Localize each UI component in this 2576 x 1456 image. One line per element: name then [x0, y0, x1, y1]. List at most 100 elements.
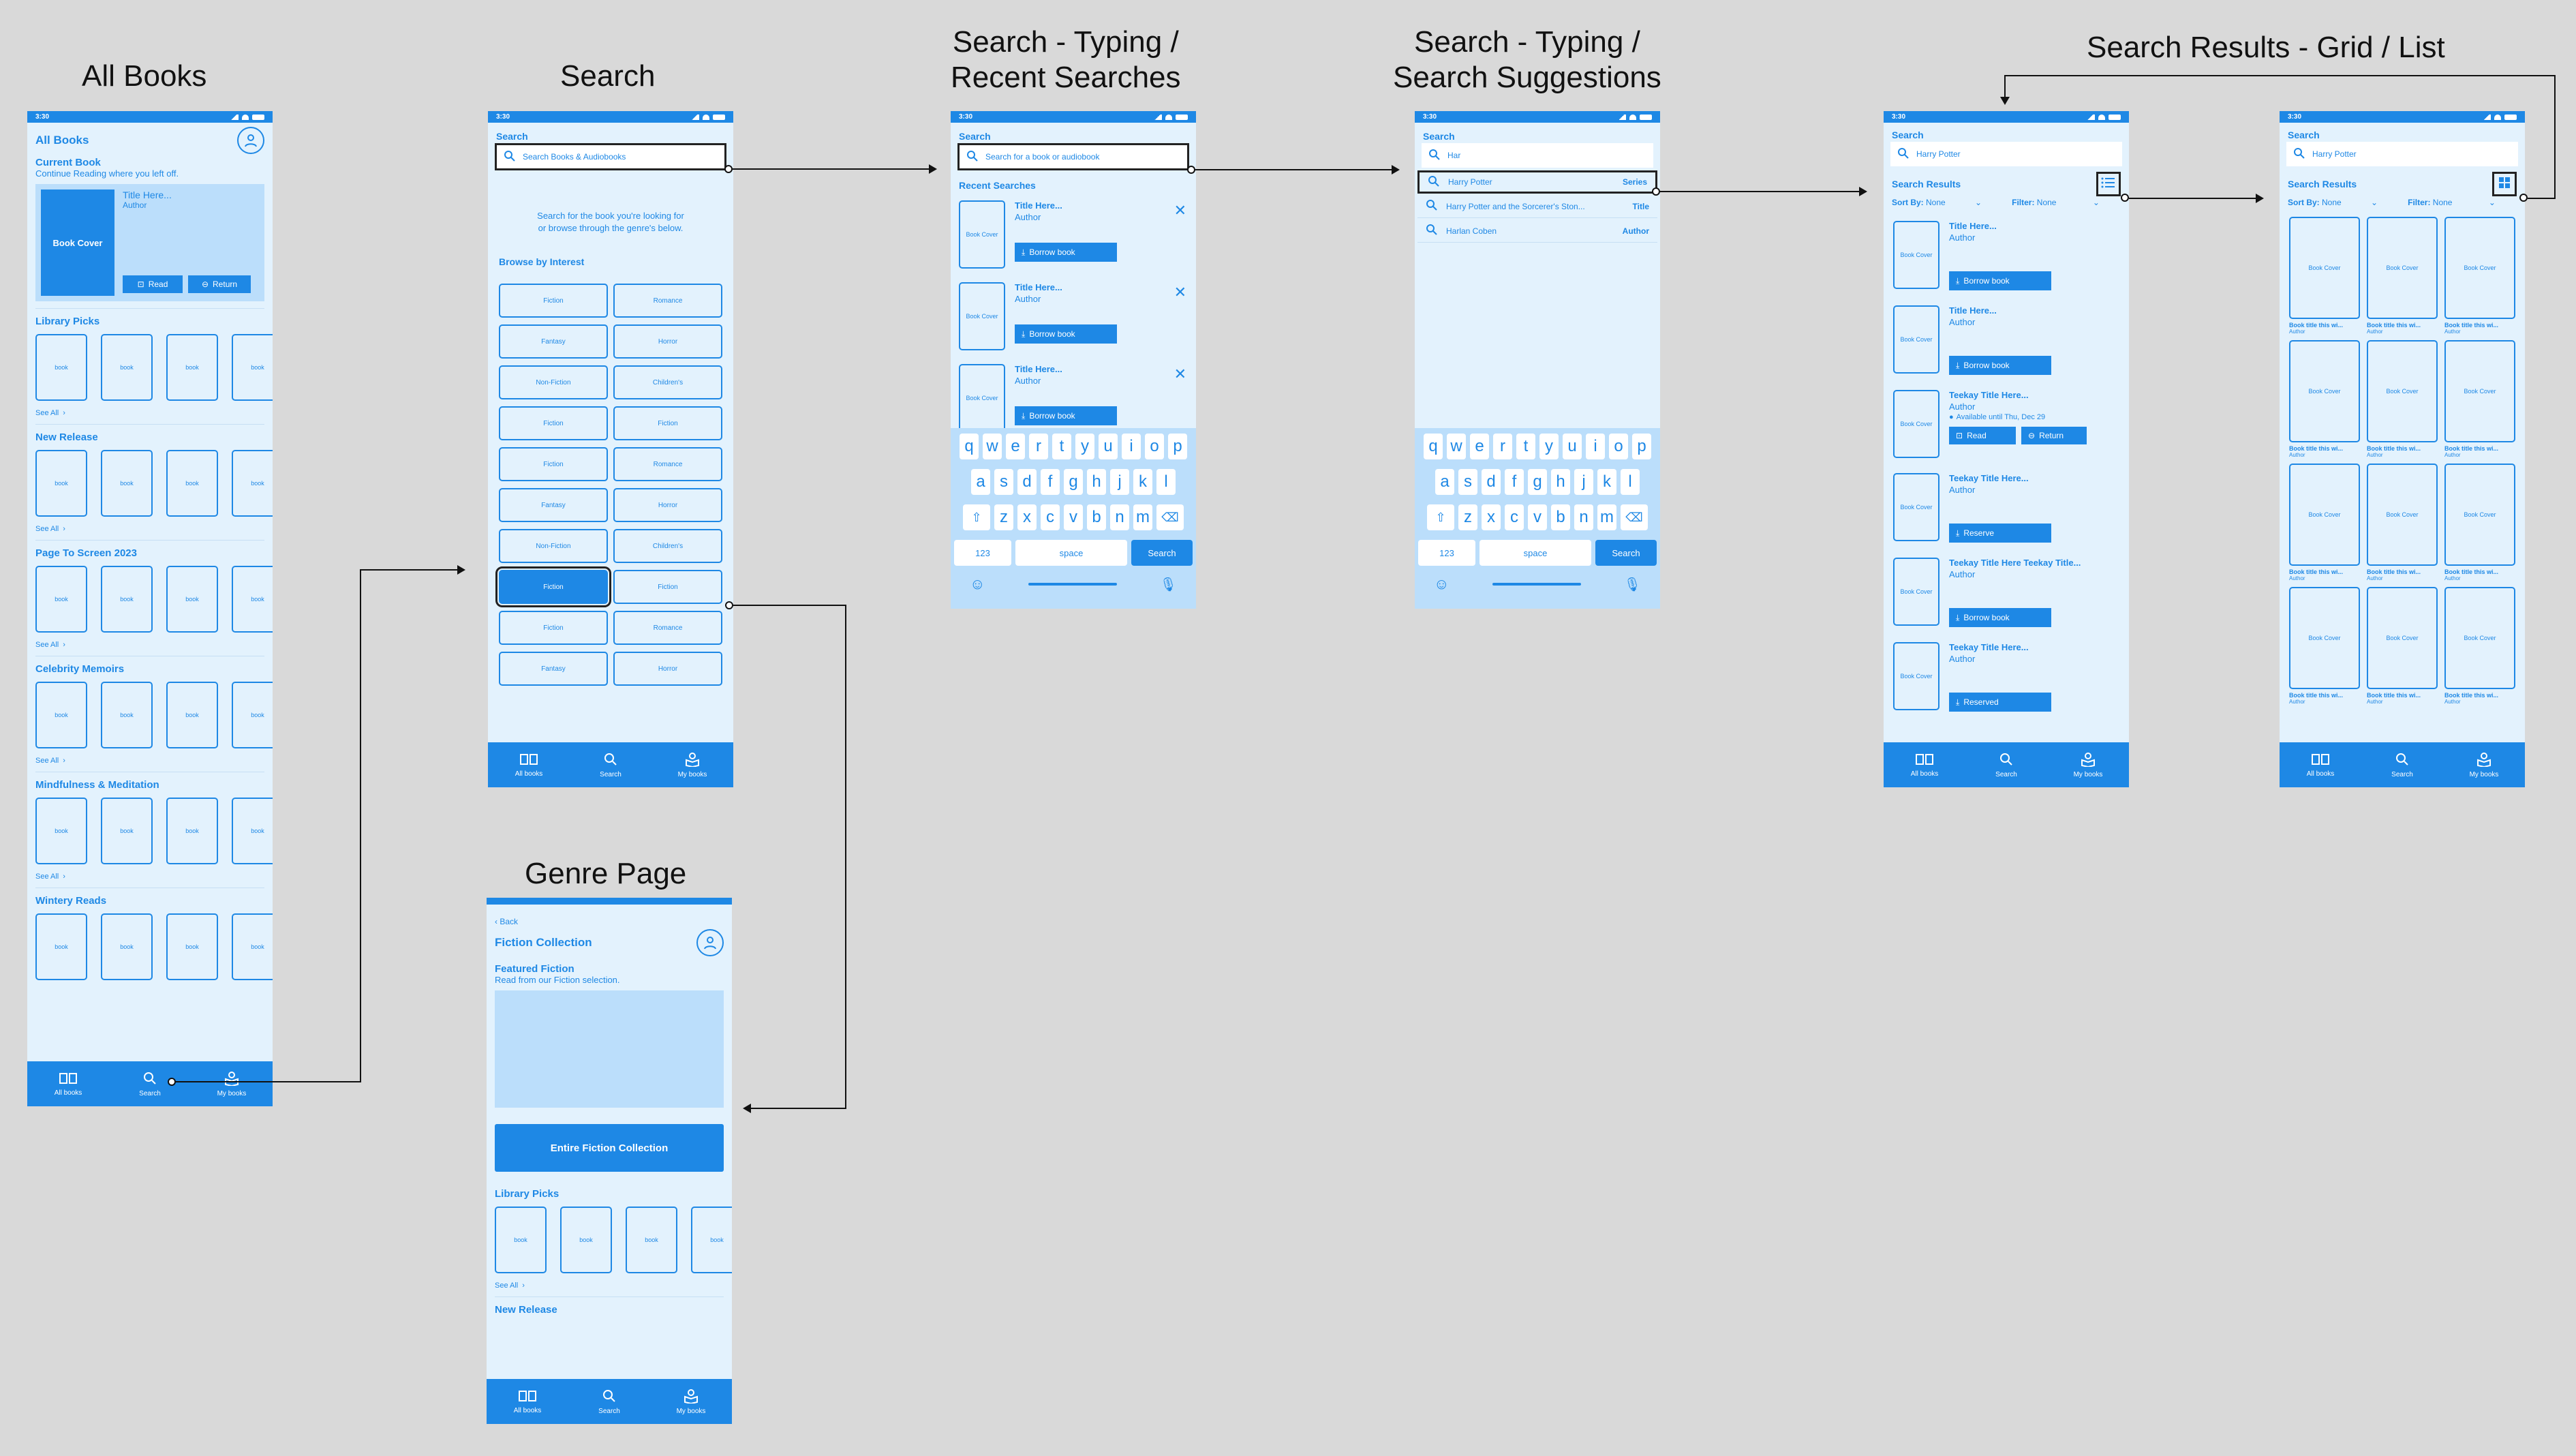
book-thumbnail[interactable]: book	[166, 798, 218, 864]
book-thumbnail[interactable]: book	[232, 682, 273, 748]
key[interactable]: f	[1505, 469, 1524, 495]
recent-search-item[interactable]: Book Cover Title Here... Author ⤓Borrow …	[951, 282, 1196, 350]
book-thumbnail[interactable]: book	[691, 1207, 732, 1273]
avatar[interactable]	[696, 929, 724, 956]
key[interactable]: s	[1458, 469, 1477, 495]
book-thumbnail[interactable]: book	[101, 682, 153, 748]
key[interactable]: r	[1029, 434, 1048, 459]
book-thumbnail[interactable]: book	[166, 913, 218, 980]
result-item[interactable]: Book Cover Title Here... Author⤓Borrow b…	[1884, 221, 2129, 290]
book-thumbnail[interactable]: book	[495, 1207, 547, 1273]
tab-all-books[interactable]: All books	[1894, 753, 1955, 778]
search-input[interactable]: Har	[1422, 143, 1653, 168]
result-item[interactable]: Book Cover Teekay Title Here... Author⤓R…	[1884, 473, 2129, 543]
tab-search[interactable]: Search	[579, 1389, 640, 1415]
key[interactable]: p	[1632, 434, 1651, 459]
shift-key[interactable]: ⇧	[963, 504, 990, 530]
book-thumbnail[interactable]: book	[232, 334, 273, 401]
shift-key[interactable]: ⇧	[1427, 504, 1454, 530]
numbers-key[interactable]: 123	[954, 540, 1011, 566]
book-thumbnail[interactable]: book	[560, 1207, 612, 1273]
result-item[interactable]: Book Cover Teekay Title Here... Author⤓R…	[1884, 642, 2129, 712]
book-thumbnail[interactable]: book	[35, 682, 87, 748]
genre-tile[interactable]: Fiction	[499, 284, 608, 318]
key[interactable]: s	[994, 469, 1013, 495]
emoji-icon[interactable]: ☺	[1434, 575, 1450, 592]
book-thumbnail[interactable]: book	[35, 913, 87, 980]
see-all-link[interactable]: See All›	[35, 873, 65, 881]
borrow-button[interactable]: ⤓Borrow book	[1015, 406, 1117, 425]
key[interactable]: c	[1041, 504, 1060, 530]
book-thumbnail[interactable]: book	[166, 682, 218, 748]
close-icon[interactable]: ✕	[1174, 284, 1186, 301]
key[interactable]: h	[1087, 469, 1106, 495]
key[interactable]: d	[1482, 469, 1501, 495]
genre-tile[interactable]: Fiction	[495, 566, 611, 607]
genre-tile[interactable]: Horror	[613, 488, 722, 522]
key[interactable]: a	[1435, 469, 1454, 495]
key[interactable]: q	[960, 434, 979, 459]
key[interactable]: u	[1563, 434, 1582, 459]
return-button[interactable]: ⊖Return	[188, 275, 251, 293]
key[interactable]: t	[1052, 434, 1071, 459]
tab-my-books[interactable]: My books	[2453, 752, 2515, 778]
key[interactable]: c	[1505, 504, 1524, 530]
numbers-key[interactable]: 123	[1418, 540, 1475, 566]
tab-search[interactable]: Search	[119, 1071, 181, 1097]
book-thumbnail[interactable]: book	[166, 450, 218, 517]
tab-search[interactable]: Search	[1976, 752, 2037, 778]
microphone-icon[interactable]: 🎙	[1159, 577, 1177, 592]
tab-all-books[interactable]: All books	[2290, 753, 2351, 778]
book-thumbnail[interactable]: book	[232, 566, 273, 633]
key[interactable]: d	[1017, 469, 1037, 495]
key[interactable]: y	[1539, 434, 1559, 459]
back-link[interactable]: ‹ Back	[495, 917, 519, 926]
search-input[interactable]: Harry Potter	[2286, 142, 2518, 166]
microphone-icon[interactable]: 🎙	[1623, 577, 1641, 592]
book-thumbnail[interactable]: book	[232, 798, 273, 864]
recent-search-item[interactable]: Book Cover Title Here... Author ⤓Borrow …	[951, 200, 1196, 269]
key[interactable]: n	[1110, 504, 1129, 530]
result-item[interactable]: Book Cover Teekay Title Here Teekay Titl…	[1884, 558, 2129, 627]
key[interactable]: o	[1145, 434, 1164, 459]
read-button[interactable]: ⊡Read	[1949, 427, 2016, 444]
key[interactable]: g	[1528, 469, 1547, 495]
suggestion-item[interactable]: Harry Potter Series	[1417, 170, 1657, 194]
key[interactable]: w	[1447, 434, 1466, 459]
see-all-link[interactable]: See All›	[495, 1281, 525, 1290]
result-action-button[interactable]: ⤓Reserve	[1949, 524, 2051, 543]
sort-dropdown[interactable]: Sort By: None ⌄	[2288, 198, 2378, 207]
sort-dropdown[interactable]: Sort By: None ⌄	[1892, 198, 1982, 207]
key[interactable]: m	[1597, 504, 1616, 530]
genre-tile[interactable]: Non-Fiction	[499, 365, 608, 399]
see-all-link[interactable]: See All›	[35, 525, 65, 533]
genre-tile[interactable]: Romance	[613, 611, 722, 645]
key[interactable]: h	[1551, 469, 1570, 495]
space-key[interactable]: space	[1479, 540, 1591, 566]
see-all-link[interactable]: See All›	[35, 757, 65, 765]
book-thumbnail[interactable]: book	[101, 913, 153, 980]
backspace-key[interactable]: ⌫	[1156, 504, 1184, 530]
key[interactable]: a	[971, 469, 990, 495]
see-all-link[interactable]: See All›	[35, 409, 65, 417]
genre-tile[interactable]: Fiction	[499, 611, 608, 645]
key[interactable]: p	[1168, 434, 1187, 459]
key[interactable]: e	[1006, 434, 1025, 459]
tab-my-books[interactable]: My books	[660, 1389, 722, 1415]
book-thumbnail[interactable]: book	[35, 798, 87, 864]
key[interactable]: o	[1609, 434, 1628, 459]
result-action-button[interactable]: ⤓Reserved	[1949, 693, 2051, 712]
tab-all-books[interactable]: All books	[497, 1389, 558, 1414]
key[interactable]: l	[1621, 469, 1640, 495]
book-thumbnail[interactable]: book	[166, 334, 218, 401]
search-input[interactable]: Harry Potter	[1890, 142, 2122, 166]
result-action-button[interactable]: ⤓Borrow book	[1949, 271, 2051, 290]
